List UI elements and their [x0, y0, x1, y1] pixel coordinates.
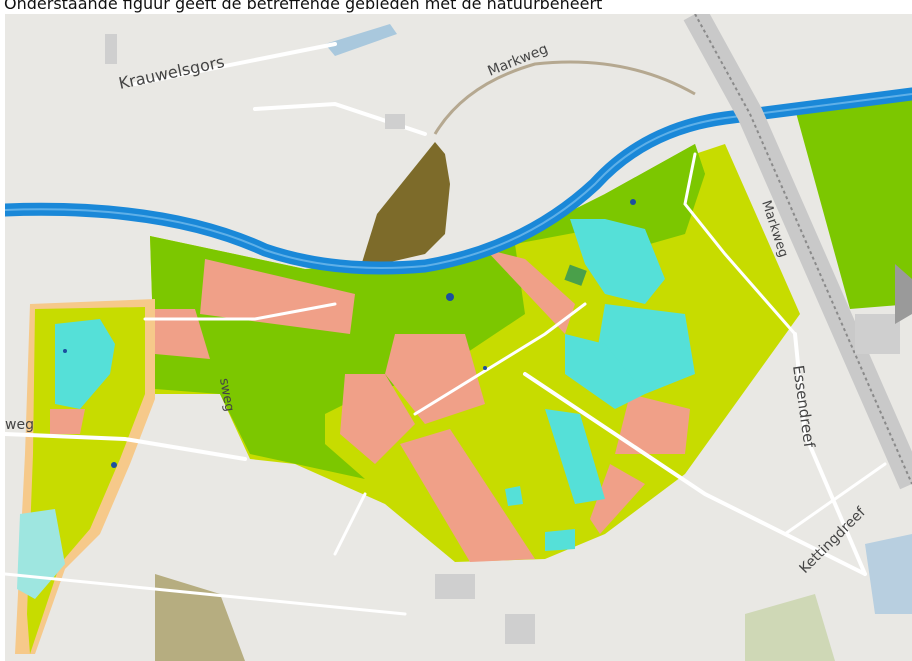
salmon-block-8	[590, 464, 645, 534]
salmon-block-6	[400, 429, 535, 562]
nature-management-map[interactable]: Krauwelsgors Markweg Markweg Essendreef …	[5, 14, 912, 661]
cyan-block-1	[570, 219, 665, 304]
left-strip-cyan	[55, 319, 115, 409]
buildings	[105, 34, 900, 644]
salmon-block-4	[385, 334, 485, 424]
cyan-block-3	[565, 334, 645, 409]
railway-track	[694, 14, 912, 485]
salmon-block-5	[340, 374, 415, 464]
pond-dot-4	[111, 462, 117, 468]
salmon-block-3	[485, 249, 575, 334]
cyan-block-5	[505, 486, 523, 506]
cyan-block-6	[545, 529, 575, 551]
left-strip-salmon	[50, 409, 85, 434]
nature-area-right	[795, 94, 912, 309]
pond-dot-3	[483, 366, 487, 370]
pond-dot-5	[63, 349, 67, 353]
salmon-block-1	[200, 259, 355, 334]
figure-caption: Onderstaande figuur geeft de betreffende…	[4, 0, 603, 13]
label-weg-left: weg	[5, 417, 34, 433]
salmon-block-7	[615, 394, 690, 454]
water-bottom-right	[865, 534, 912, 614]
bright-green-north	[150, 144, 705, 479]
olive-field-bottom	[155, 574, 245, 661]
cyan-block-4	[545, 409, 605, 504]
markweg-road	[433, 60, 696, 135]
river-shine	[5, 93, 912, 269]
pond-dot-2	[630, 199, 636, 205]
green-field-bottom-right	[745, 594, 835, 661]
dark-green-patch	[564, 264, 587, 286]
pond	[325, 24, 397, 56]
pond-dot-1	[446, 293, 454, 301]
map-next-arrow-icon[interactable]	[895, 264, 912, 324]
olive-field-north	[360, 142, 450, 269]
label-road-vertical: sweg	[216, 377, 237, 413]
salmon-block-2	[150, 309, 210, 359]
